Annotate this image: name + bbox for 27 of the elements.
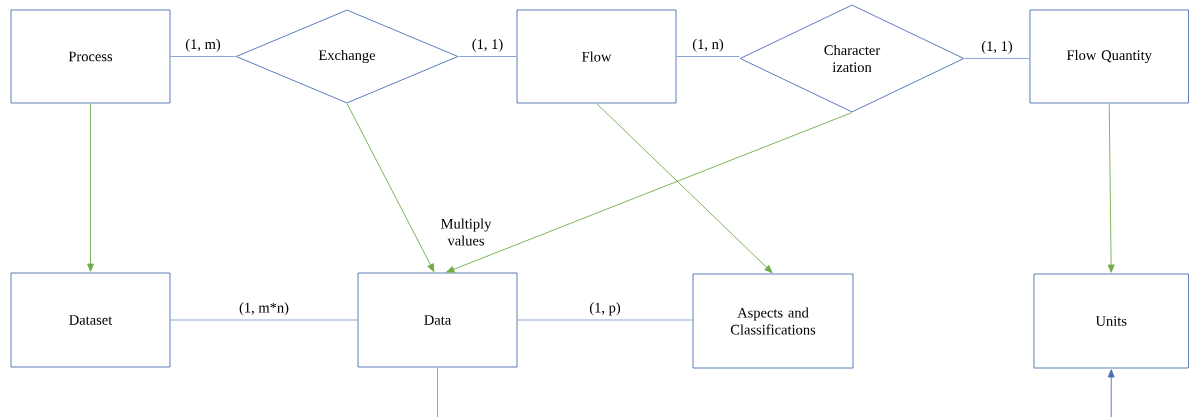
cardinality-label: (1, 1): [981, 40, 1013, 54]
cardinality-label: (1, m): [185, 38, 221, 52]
entity-box: Flow: [516, 9, 677, 104]
connector-line: [170, 319, 358, 321]
arrow: [1107, 103, 1115, 273]
arrow: [346, 103, 435, 272]
cardinality-label: (1, p): [589, 302, 621, 316]
arrow: [1107, 369, 1115, 417]
entity-box: Data: [357, 272, 518, 368]
connector-line: [437, 367, 438, 417]
note-text: Multiply values: [441, 218, 492, 246]
connector-line: [964, 58, 1030, 59]
cardinality-label: (1, 1): [472, 38, 503, 52]
arrow: [596, 103, 773, 274]
cardinality-label: (1, m*n): [239, 302, 289, 316]
entity-box: Flow Quantity: [1029, 9, 1189, 104]
connector-line: [676, 56, 740, 57]
entity-box: Aspects and Classifications: [692, 273, 854, 369]
connector-line: [458, 56, 517, 57]
arrow: [446, 112, 853, 273]
connector-line: [517, 319, 693, 321]
connector-line: [170, 56, 236, 57]
entity-box: Process: [10, 9, 171, 104]
arrow: [87, 103, 94, 272]
entity-box: Units: [1033, 273, 1189, 369]
entity-box: Dataset: [10, 272, 171, 368]
cardinality-label: (1, n): [692, 38, 724, 52]
